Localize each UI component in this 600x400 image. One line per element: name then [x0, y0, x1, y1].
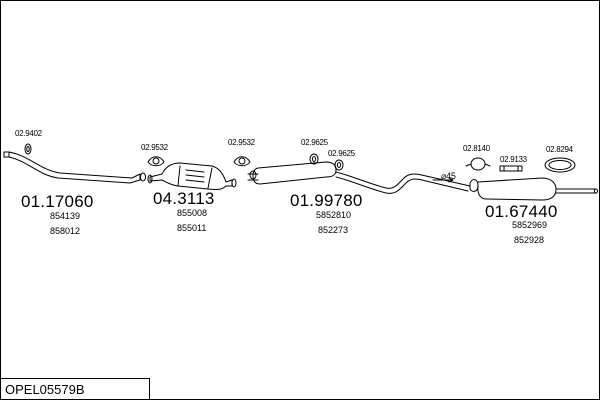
part-number-middle-silencer: 01.99780 — [290, 191, 363, 210]
part-ref-middle-silencer-1: 5852810 — [316, 210, 352, 220]
flange-gasket-left — [147, 156, 165, 167]
accessory-label-hanger-right: 02.9625 — [328, 149, 355, 158]
part-ref-front-pipe-1: 854139 — [50, 211, 81, 221]
accessory-label-flange-gasket-left: 02.9532 — [141, 143, 168, 152]
middle-silencer — [247, 161, 471, 194]
gasket-front — [24, 143, 32, 155]
rubber-hanger-right — [334, 159, 344, 171]
part-ref-front-pipe-2: 858012 — [50, 226, 81, 236]
accessory-label-rubber-mount: 02.9133 — [500, 155, 527, 164]
part-ref-catalytic-converter-2: 855011 — [177, 223, 207, 233]
diagram-title: OPEL05579B — [5, 382, 85, 397]
part-number-front-pipe: 01.17060 — [21, 192, 94, 211]
pipe-clamp — [465, 157, 491, 171]
accessory-label-hanger-left: 02.9625 — [301, 138, 328, 147]
seal-ring — [544, 157, 576, 173]
rubber-mount — [499, 165, 523, 172]
part-ref-middle-silencer-2: 852273 — [318, 225, 349, 235]
part-ref-catalytic-converter-1: 855008 — [177, 208, 208, 218]
part-number-rear-silencer: 01.67440 — [485, 202, 558, 221]
accessory-label-flange-gasket-right: 02.9532 — [228, 138, 255, 147]
accessory-label-gasket-front: 02.9402 — [15, 129, 42, 138]
accessory-label-pipe-clamp: 02.8140 — [463, 144, 490, 153]
pipe-diameter-label: ⌀45 — [441, 171, 456, 181]
flange-gasket-right — [233, 156, 251, 167]
title-box: OPEL05579B — [0, 378, 150, 400]
accessory-label-seal-ring: 02.8294 — [546, 145, 573, 154]
part-number-catalytic-converter: 04.3113 — [153, 189, 215, 208]
diameter-arrow — [432, 177, 454, 183]
rubber-hanger-left — [309, 153, 319, 165]
front-pipe — [3, 151, 146, 184]
part-ref-rear-silencer-1: 5852969 — [512, 220, 548, 230]
rear-silencer — [469, 177, 598, 201]
catalytic-converter — [147, 162, 237, 191]
part-ref-rear-silencer-2: 852928 — [514, 235, 545, 245]
